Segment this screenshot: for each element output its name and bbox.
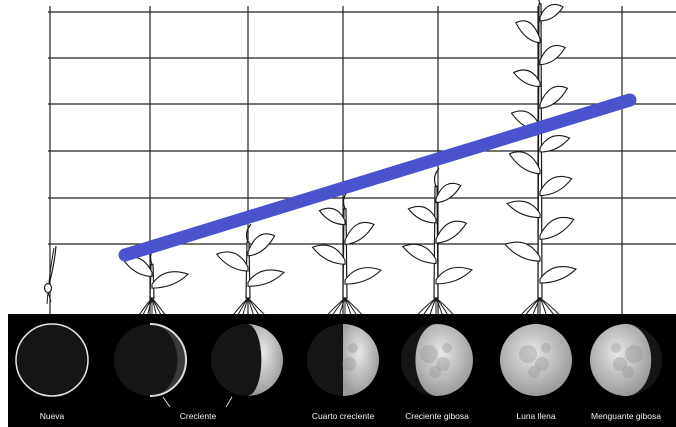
seed <box>45 284 52 293</box>
plant-leaf <box>540 45 565 64</box>
moon-maria <box>611 343 621 353</box>
plant-growth-sequence <box>45 0 577 327</box>
moon-maria <box>420 345 438 363</box>
moon-phase-label: Cuarto creciente <box>312 411 375 421</box>
plant-leaf <box>540 86 567 108</box>
plant-leaf <box>248 270 284 286</box>
plant-leaf <box>320 208 346 224</box>
moon-phase-label: Creciente <box>180 411 217 421</box>
plant-growing <box>313 191 382 323</box>
moon-maria <box>348 343 358 353</box>
plant-leaf <box>217 252 248 271</box>
moon-maria <box>342 357 356 371</box>
plant-leaf <box>345 268 381 284</box>
moon-maria <box>429 366 441 378</box>
plant-leaf <box>516 21 540 43</box>
plant-leaf <box>436 183 461 202</box>
plant-leaf <box>505 242 540 261</box>
plant-leaf <box>345 222 374 244</box>
moon-phase-creciente-2 <box>211 324 283 396</box>
moon-maria <box>541 343 551 353</box>
plant-tall <box>505 0 576 327</box>
moon-maria <box>622 366 634 378</box>
moon-lit-part <box>500 324 572 396</box>
moon-maria <box>442 343 452 353</box>
plant-leafy <box>217 224 284 322</box>
plant-leaf <box>436 221 466 243</box>
moon-phase-label: Menguante gibosa <box>591 411 661 421</box>
moon-phase-label: Luna llena <box>516 411 556 421</box>
moon-phase-strip: Nueva Creciente Cuarto creciente Creciente … <box>8 314 676 427</box>
plant-leaf <box>509 152 540 174</box>
moon-maria <box>528 366 540 378</box>
plant-leaf <box>540 136 570 152</box>
plant-leaf <box>152 272 188 288</box>
plant-leaf <box>540 217 574 239</box>
moon-disc <box>16 324 88 396</box>
plant-leaf <box>540 176 572 195</box>
moon-maria <box>625 345 643 363</box>
plant-growing <box>403 168 472 325</box>
moon-maria <box>519 345 537 363</box>
plant-leaf <box>313 245 346 264</box>
plant-leaf <box>403 244 436 263</box>
plant-leaf <box>540 267 576 283</box>
plant-leaf <box>436 267 472 283</box>
plant-leaf <box>507 201 540 217</box>
moon-phase-label: Nueva <box>40 411 65 421</box>
moon-phase-label: Creciente gibosa <box>405 411 469 421</box>
plant-leaf <box>408 206 436 222</box>
plant-leaf <box>248 234 275 256</box>
plant-leaf <box>514 70 540 86</box>
plant-tip <box>247 224 251 242</box>
plant-leaf <box>540 4 563 20</box>
